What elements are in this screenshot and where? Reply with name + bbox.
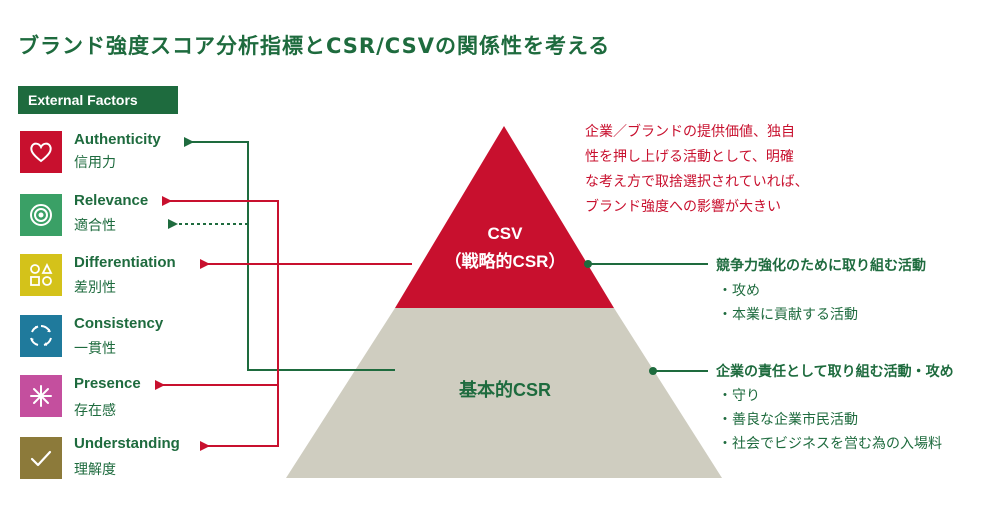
factor-differentiation-label: Differentiation	[74, 254, 176, 271]
check-icon	[30, 450, 52, 467]
arrow-csr-to-authenticity	[184, 137, 395, 371]
csv-note-item: ・本業に貢献する活動	[718, 307, 858, 323]
understanding-icon-box	[20, 437, 62, 479]
csv-note-title: 競争力強化のために取り組む活動	[716, 258, 926, 274]
red-note: 企業／ブランドの提供価値、独自 性を押し上げる活動として、明確 な考え方で取捨選…	[585, 120, 809, 220]
csr-note-title: 企業の責任として取り組む活動・攻め	[716, 364, 954, 380]
red-note-line: ブランド強度への影響が大きい	[585, 199, 781, 215]
pyramid-base-csr	[286, 308, 722, 478]
heart-icon	[30, 142, 52, 163]
red-note-line: 企業／ブランドの提供価値、独自	[585, 124, 795, 140]
cycle-icon	[30, 325, 52, 346]
factor-understanding-ja: 理解度	[74, 462, 116, 478]
arrow-csv-to-presence	[155, 264, 279, 390]
csv-label: CSV	[487, 224, 523, 243]
red-note-line: 性を押し上げる活動として、明確	[585, 149, 794, 165]
authenticity-icon-box	[20, 131, 62, 173]
page-title: ブランド強度スコア分析指標とCSR/CSVの関係性を考える	[18, 34, 611, 58]
factor-presence-label: Presence	[74, 375, 141, 392]
csv-note-dot	[584, 260, 592, 268]
sparkle-icon	[30, 385, 52, 407]
csr-note-item: ・守り	[718, 388, 760, 404]
factor-relevance-label: Relevance	[74, 192, 149, 209]
factor-consistency-label: Consistency	[74, 315, 164, 332]
pyramid-top-csv	[395, 126, 614, 308]
csr-note-item: ・社会でビジネスを営む為の入場料	[718, 436, 942, 452]
factor-understanding-label: Understanding	[74, 435, 180, 452]
csr-note-item: ・善良な企業市民活動	[718, 412, 858, 428]
factor-differentiation-ja: 差別性	[74, 280, 116, 296]
relevance-icon-box	[20, 194, 62, 236]
factor-authenticity-ja: 信用力	[74, 155, 116, 171]
csv-sublabel: （戦略的CSR）	[444, 252, 566, 271]
external-factors-tag: External Factors	[18, 86, 178, 114]
basic-csr-label: 基本的CSR	[458, 380, 551, 400]
presence-icon-box	[20, 375, 62, 417]
consistency-icon-box	[20, 315, 62, 357]
factor-relevance-ja: 適合性	[74, 218, 116, 234]
shapes-icon	[30, 262, 53, 286]
factor-consistency-ja: 一貫性	[74, 341, 116, 357]
arrow-csv-to-understanding	[200, 385, 279, 451]
csr-note-dot	[649, 367, 657, 375]
factor-presence-ja: 存在感	[74, 403, 116, 419]
target-icon	[30, 204, 52, 226]
arrow-csv-to-relevance	[162, 196, 279, 264]
red-note-line: な考え方で取捨選択されていれば、	[585, 174, 809, 190]
csv-note-item: ・攻め	[718, 283, 760, 299]
factor-authenticity-label: Authenticity	[74, 131, 161, 148]
differentiation-icon-box	[20, 254, 62, 296]
